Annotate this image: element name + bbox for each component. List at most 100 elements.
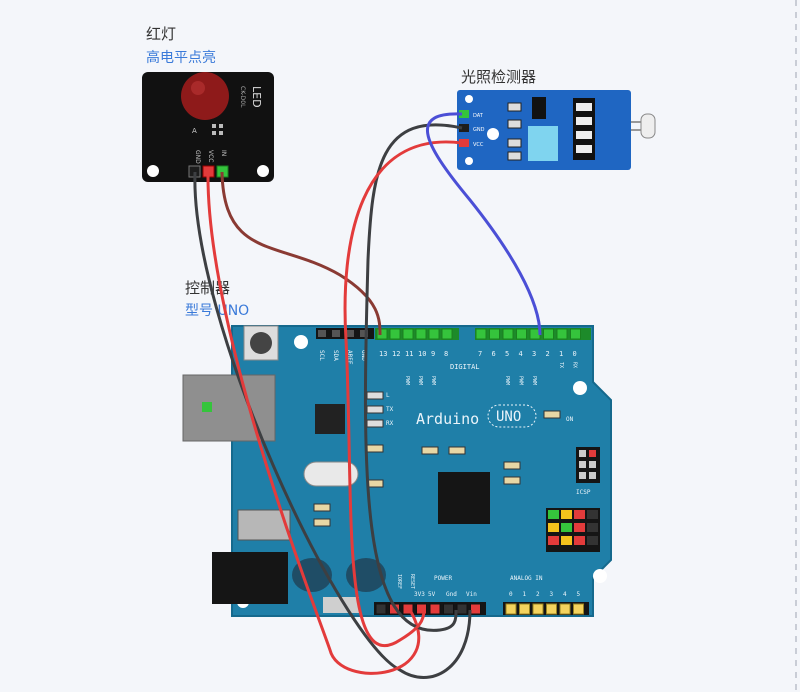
- power-pin[interactable]: [375, 603, 387, 615]
- sensor-pin-vcc[interactable]: [459, 139, 469, 147]
- sensor-chip: [532, 97, 546, 119]
- digital-pin-1[interactable]: [556, 328, 568, 340]
- pwm-label: PWM: [430, 376, 436, 385]
- digital-pin-5[interactable]: [502, 328, 514, 340]
- l-led-label: L: [386, 392, 390, 399]
- power-pin[interactable]: [416, 603, 427, 615]
- digital-pin-label: 12: [392, 350, 400, 358]
- digital-pin-12[interactable]: [389, 328, 401, 340]
- led-module[interactable]: 红灯 高电平点亮 LED CK-D0L A GND VCC IN: [142, 25, 274, 182]
- tx-rx-pin-label: RX: [572, 362, 578, 368]
- wire-sensor-dat[interactable]: [425, 112, 542, 336]
- digital-top-pin[interactable]: [332, 330, 340, 337]
- sensor-pin-label-gnd: GND: [473, 127, 485, 133]
- analog-pin-label: 4: [563, 591, 567, 598]
- analog-pin-3[interactable]: [546, 603, 557, 615]
- sensor-pin-label-dat: DAT: [473, 113, 484, 119]
- led-anode-mark: A: [192, 127, 197, 135]
- led-model: CK-D0L: [239, 86, 246, 108]
- dc-power-jack: [212, 552, 288, 604]
- wire-sensor-vcc[interactable]: [343, 140, 463, 648]
- power-pin[interactable]: [456, 603, 468, 615]
- led-bulb: [181, 72, 229, 120]
- light-sensor-module[interactable]: 光照检测器 DAT GND VCC: [457, 68, 656, 170]
- crystal-oscillator: [303, 461, 359, 487]
- wire-led-gnd[interactable]: [193, 171, 472, 679]
- power-pin-label: Vin: [466, 591, 477, 598]
- sensor-header: [573, 98, 595, 160]
- sensor-header-pin: [576, 131, 592, 139]
- on-label: ON: [566, 416, 574, 423]
- analog-pin-0[interactable]: [505, 603, 517, 615]
- pwm-label: PWM: [417, 376, 423, 385]
- digital-pin-label: 8: [444, 350, 448, 358]
- power-pin[interactable]: [429, 603, 441, 615]
- led-mount-hole: [257, 165, 269, 177]
- wires: [193, 112, 542, 679]
- power-pin[interactable]: [402, 603, 414, 615]
- photoresistor: [640, 113, 656, 139]
- digital-top-pin[interactable]: [346, 330, 354, 337]
- digital-pin-4[interactable]: [516, 328, 527, 340]
- sensor-header-pin: [576, 145, 592, 153]
- led-smd: [212, 131, 216, 135]
- sensor-header-pin: [576, 103, 592, 111]
- atmega-chip: [438, 472, 490, 524]
- led-module-title: 红灯: [146, 25, 176, 43]
- digital-pin-label: 9: [431, 350, 435, 358]
- digital-pin-9[interactable]: [428, 328, 440, 340]
- power-pin[interactable]: [470, 603, 481, 615]
- analog-pin-5[interactable]: [573, 603, 584, 615]
- l-led: [366, 391, 384, 400]
- analog-pin-1[interactable]: [519, 603, 530, 615]
- digital-pin-2[interactable]: [543, 328, 554, 340]
- arduino-uno[interactable]: 控制器 型号 UNO: [182, 279, 612, 617]
- digital-pin-label: 11: [405, 350, 413, 358]
- wire-led-in[interactable]: [220, 171, 382, 336]
- digital-pin-label: 7: [478, 350, 482, 358]
- uno-badge: [487, 404, 537, 428]
- digital-pin-0[interactable]: [570, 328, 581, 340]
- power-label: POWER: [434, 575, 452, 582]
- analog-pin-label: 1: [523, 591, 527, 598]
- board-mount-hole: [573, 381, 587, 395]
- wire-led-vcc[interactable]: [206, 171, 420, 675]
- digital-pin-8[interactable]: [441, 328, 453, 340]
- power-pin-label: 5V: [428, 591, 436, 598]
- power-pin[interactable]: [443, 603, 454, 615]
- arduino-brand: Arduino: [416, 410, 479, 428]
- reset-button[interactable]: [250, 332, 272, 354]
- sensor-pin-gnd[interactable]: [459, 124, 469, 132]
- status-block: [546, 508, 600, 552]
- digital-top-pin-label: GND: [360, 350, 367, 361]
- analog-pin-2[interactable]: [532, 603, 544, 615]
- led-mount-hole: [147, 165, 159, 177]
- analog-pin-4[interactable]: [559, 603, 571, 615]
- sensor-mount-hole: [487, 128, 499, 140]
- led-bulb-highlight: [191, 81, 205, 95]
- sensor-mount-hole: [465, 95, 473, 103]
- pwm-label: PWM: [404, 376, 410, 385]
- power-pin-label: 3V3: [414, 591, 425, 598]
- digital-pin-10[interactable]: [415, 328, 427, 340]
- analog-pin-label: 2: [536, 591, 540, 598]
- digital-pin-7[interactable]: [475, 328, 487, 340]
- wire-sensor-gnd[interactable]: [363, 123, 463, 632]
- usb-indicator: [202, 402, 212, 412]
- digital-pin-13[interactable]: [376, 328, 388, 340]
- sensor-pin-label-vcc: VCC: [473, 142, 484, 148]
- digital-pin-label: 6: [492, 350, 496, 358]
- analog-pin-label: 5: [577, 591, 581, 598]
- digital-top-pin[interactable]: [360, 330, 368, 337]
- digital-top-pin[interactable]: [318, 330, 326, 337]
- digital-pin-11[interactable]: [402, 328, 414, 340]
- sensor-header-pin: [576, 117, 592, 125]
- board-mount-hole: [294, 335, 308, 349]
- power-side-label: IOREF: [396, 574, 402, 589]
- sensor-pin-dat[interactable]: [459, 110, 469, 118]
- digital-pin-6[interactable]: [489, 328, 500, 340]
- digital-label: DIGITAL: [450, 363, 480, 371]
